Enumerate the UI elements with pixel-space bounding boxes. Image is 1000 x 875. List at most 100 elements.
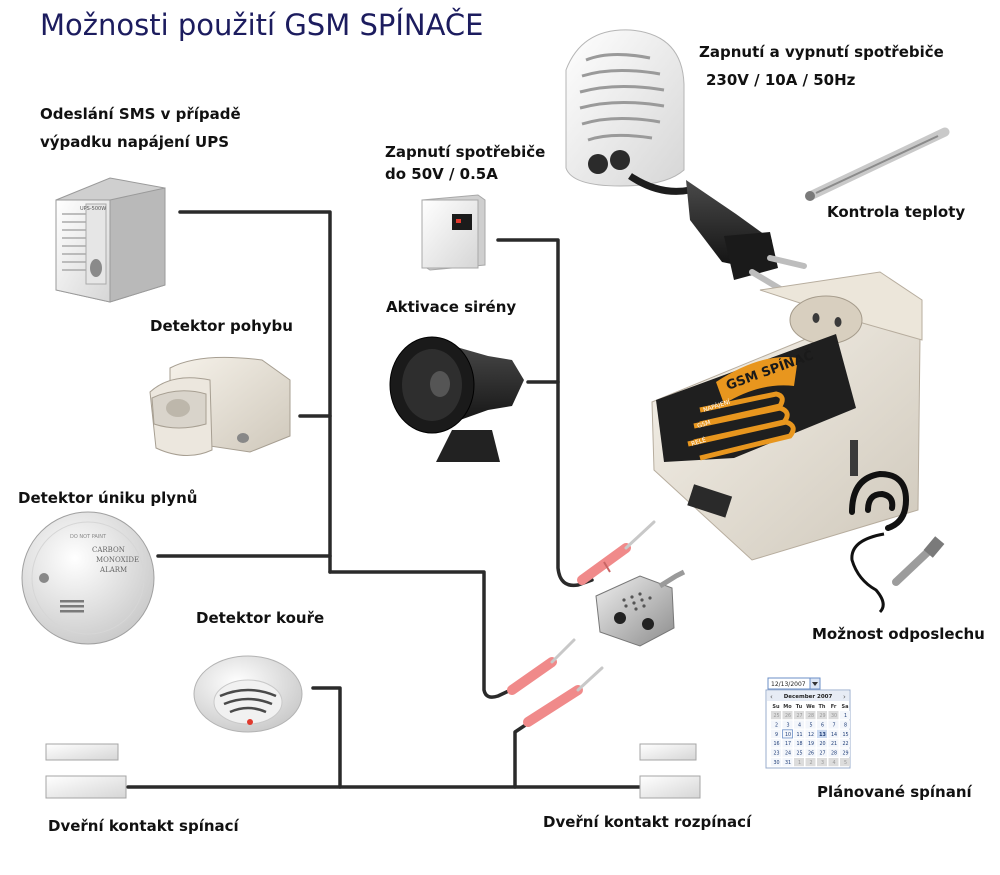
calendar-day-label: 21	[831, 741, 837, 747]
chevron-down-icon	[812, 682, 818, 686]
door-contact-closing-image	[45, 743, 127, 799]
calendar-day-cell[interactable]	[794, 729, 804, 738]
wire-ups	[178, 210, 332, 574]
calendar-day-label: 24	[785, 751, 791, 757]
calendar-day-cell[interactable]	[771, 729, 781, 738]
calendar-day-cell[interactable]	[782, 739, 793, 748]
calendar-day-label: 18	[796, 741, 802, 747]
motion-detector-image	[149, 356, 291, 456]
siren-image	[389, 336, 524, 462]
calendar-day-cell[interactable]	[840, 720, 850, 729]
gsm-switch-device: GSM SPÍNAČ NAPÁJENÍ GSM RELÉ	[651, 271, 923, 561]
calendar-day-cell[interactable]	[805, 748, 816, 757]
calendar-day-cell[interactable]	[840, 739, 850, 748]
calendar-day-cell[interactable]	[805, 739, 816, 748]
calendar-day-cell[interactable]	[840, 758, 850, 767]
calendar-day-cell[interactable]	[771, 711, 781, 720]
smoke-detector-image	[193, 655, 303, 733]
label-gas-detector: Detektor úniku plynů	[18, 489, 198, 507]
calendar-day-label: 5	[844, 760, 847, 766]
calendar-day-cell[interactable]	[817, 711, 827, 720]
calendar-day-cell[interactable]	[817, 720, 827, 729]
co-text-2: MONOXIDE	[96, 556, 139, 564]
calendar-day-label: 2	[775, 722, 778, 728]
calendar-day-cell[interactable]	[840, 729, 850, 738]
fan-heater-image	[565, 29, 685, 187]
calendar-day-label: 7	[832, 722, 835, 728]
co-text-top: DO NOT PAINT	[70, 534, 107, 540]
calendar-day-cell[interactable]	[782, 748, 793, 757]
calendar-day-label: 15	[842, 732, 848, 738]
calendar-weekday: We	[806, 704, 815, 710]
calendar-day-cell[interactable]	[794, 711, 804, 720]
calendar-day-cell[interactable]	[771, 748, 781, 757]
label-motion-detector: Detektor pohybu	[150, 317, 293, 335]
calendar-day-label: 8	[844, 722, 847, 728]
calendar-day-cell[interactable]	[805, 729, 816, 738]
calendar-day-label: 4	[832, 760, 835, 766]
calendar-day-cell[interactable]	[828, 711, 839, 720]
calendar-day-cell[interactable]	[828, 758, 839, 767]
co-text-3: ALARM	[99, 566, 127, 574]
calendar-day-cell[interactable]	[771, 739, 781, 748]
calendar-day-label: 3	[821, 760, 824, 766]
calendar-day-cell[interactable]	[840, 748, 850, 757]
calendar-day-cell[interactable]	[828, 748, 839, 757]
label-appliance-50v-line1: Zapnutí spotřebiče	[385, 143, 546, 161]
calendar-day-cell[interactable]	[782, 758, 793, 767]
ups-image: UPS-500W	[55, 177, 166, 303]
calendar-day-label: 4	[798, 722, 801, 728]
calendar-day-cell[interactable]	[840, 711, 850, 720]
wire-door-right	[513, 720, 532, 789]
calendar-day-label: 14	[831, 732, 837, 738]
calendar-day-label: 3	[786, 722, 789, 728]
calendar-day-label: 29	[842, 751, 848, 757]
calendar-day-cell[interactable]	[817, 758, 827, 767]
calendar-day-cell[interactable]	[828, 720, 839, 729]
calendar-day-cell[interactable]	[782, 729, 793, 739]
calendar-day-cell[interactable]	[805, 758, 816, 767]
calendar-day-label: 1	[798, 760, 801, 766]
calendar-day-cell[interactable]	[794, 739, 804, 748]
calendar-day-label: 22	[842, 741, 848, 747]
calendar-day-label: 2	[809, 760, 812, 766]
calendar-day-label: 30	[831, 713, 837, 719]
calendar-day-label: 27	[819, 751, 825, 757]
calendar-day-label: 16	[773, 741, 779, 747]
calendar-day-cell[interactable]	[817, 748, 827, 757]
power-plug-image	[628, 173, 807, 293]
jack-plug-bottom	[523, 666, 604, 727]
wire-appliance-50v	[496, 238, 594, 588]
calendar-day-cell[interactable]	[771, 758, 781, 767]
calendar-day-label: 11	[796, 732, 802, 738]
calendar-day-cell[interactable]	[782, 711, 793, 720]
calendar-day-cell[interactable]	[828, 739, 839, 748]
calendar-day-cell[interactable]	[794, 758, 804, 767]
appliance-50v-image	[421, 194, 486, 271]
calendar-next-icon[interactable]: ›	[843, 693, 846, 701]
wiring	[126, 210, 642, 789]
calendar-prev-icon[interactable]: ‹	[770, 693, 773, 701]
calendar-day-cell[interactable]	[817, 739, 827, 748]
label-siren: Aktivace sirény	[386, 298, 517, 316]
calendar-weekday: Sa	[842, 704, 849, 710]
calendar-day-cell[interactable]	[805, 711, 816, 720]
calendar-day-label: 28	[831, 751, 837, 757]
calendar-day-cell[interactable]	[794, 720, 804, 729]
calendar-day-label: 9	[775, 732, 778, 738]
wire-trunk	[328, 570, 517, 699]
calendar-day-label: 28	[808, 713, 814, 719]
calendar-day-cell[interactable]	[782, 720, 793, 729]
calendar-day-cell[interactable]	[805, 720, 816, 729]
label-smoke-detector: Detektor kouře	[196, 609, 325, 627]
calendar-day-cell[interactable]	[817, 729, 827, 738]
calendar-day-cell[interactable]	[794, 748, 804, 757]
ups-badge: UPS-500W	[80, 206, 106, 212]
calendar-day-cell[interactable]	[771, 720, 781, 729]
indicator-gsm: GSM	[696, 419, 711, 430]
calendar-day-cell[interactable]	[828, 729, 839, 738]
calendar-day-label: 30	[773, 760, 779, 766]
